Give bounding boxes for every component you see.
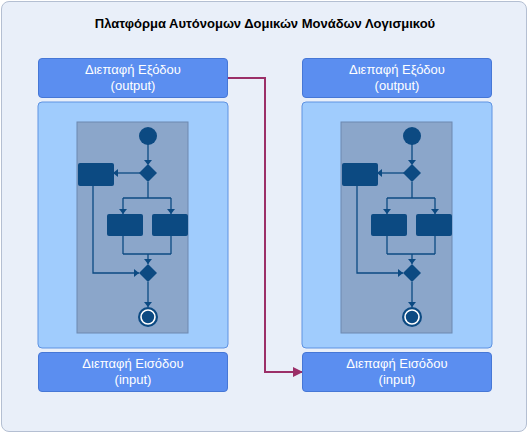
diagram-title: Πλατφόρμα Αυτόνομων Δομικών Μονάδων Λογι…	[0, 16, 530, 31]
band-label: (input)	[115, 372, 152, 388]
band-label: (input)	[379, 372, 416, 388]
interface-connector	[228, 78, 302, 372]
band-label: (output)	[375, 78, 420, 94]
output-interface: Διεπαφή Εξόδου(output)	[38, 58, 228, 98]
band-label: Διεπαφή Εισόδου	[82, 356, 183, 372]
band-label: Διεπαφή Εξόδου	[85, 62, 181, 78]
band-label: Διεπαφή Εξόδου	[349, 62, 445, 78]
input-interface: Διεπαφή Εισόδου(input)	[302, 352, 492, 392]
input-interface: Διεπαφή Εισόδου(input)	[38, 352, 228, 392]
band-label: Διεπαφή Εισόδου	[346, 356, 447, 372]
band-label: (output)	[111, 78, 156, 94]
output-interface: Διεπαφή Εξόδου(output)	[302, 58, 492, 98]
